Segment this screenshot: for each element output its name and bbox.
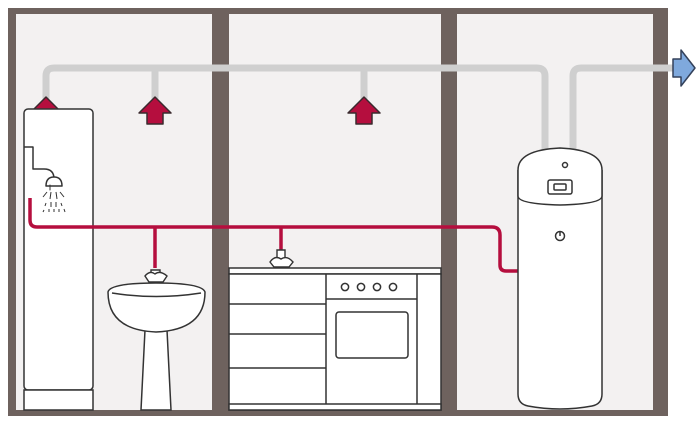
tank-body xyxy=(517,170,603,410)
up-arrow-icon xyxy=(138,96,172,125)
air-intake-duct xyxy=(42,64,549,152)
faucet-icon xyxy=(144,269,168,283)
tank-heat-pump-head xyxy=(517,147,603,206)
stove xyxy=(326,282,417,359)
kitchen-countertop xyxy=(228,267,442,275)
oven-door xyxy=(335,311,409,359)
up-arrow-icon xyxy=(347,96,381,125)
air-duct-network xyxy=(42,64,680,152)
hot-water-main xyxy=(28,198,518,273)
air-exhaust-duct xyxy=(569,64,680,152)
tank-indicator-light xyxy=(561,161,569,169)
sink-pedestal xyxy=(140,329,172,411)
hot-water-pipes xyxy=(28,198,518,273)
kitchen-cabinets xyxy=(228,249,442,411)
right-arrow-icon xyxy=(672,49,696,87)
bathroom-sink xyxy=(107,269,206,411)
faucet-icon xyxy=(269,249,294,268)
shower-head-icon xyxy=(24,146,66,213)
shower-cabinet xyxy=(23,108,94,411)
kitchen-base xyxy=(228,273,442,411)
stove-knob xyxy=(372,282,382,292)
stove-knob xyxy=(356,282,366,292)
stove-knob xyxy=(340,282,350,292)
stove-knob xyxy=(388,282,398,292)
water-heater-icon xyxy=(517,147,603,410)
